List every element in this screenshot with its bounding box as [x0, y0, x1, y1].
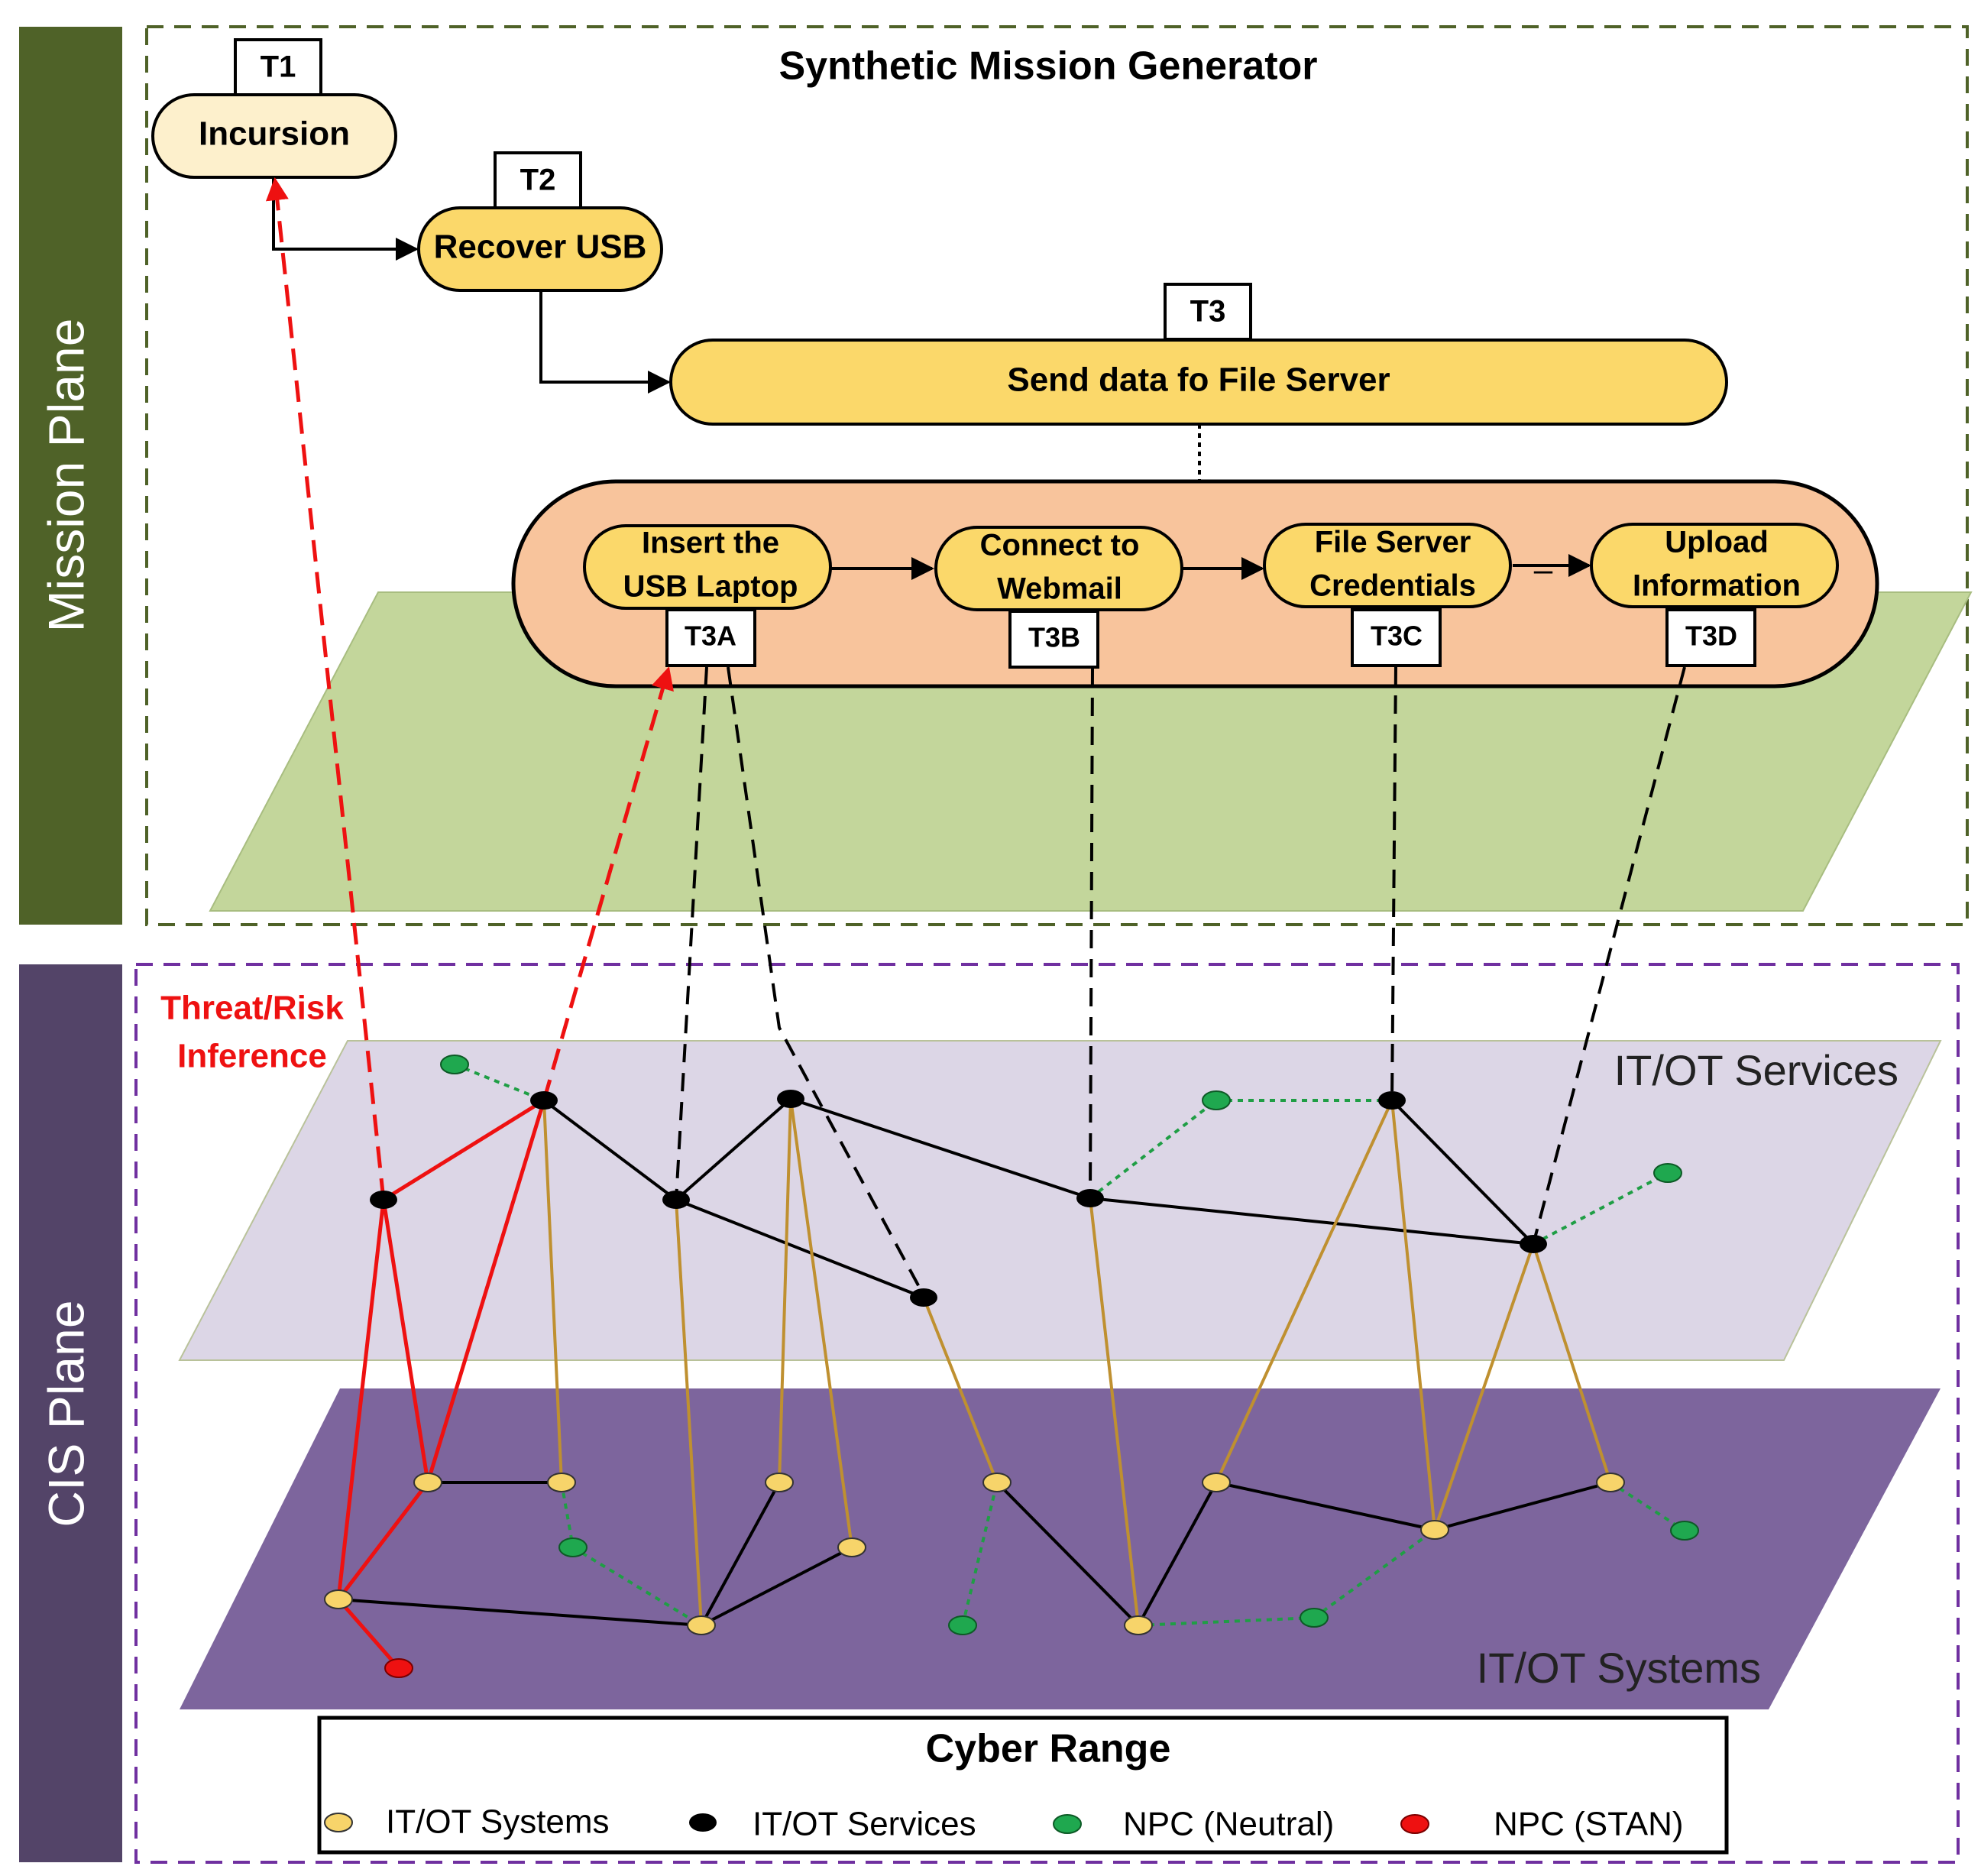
services-layer [178, 1040, 1942, 1361]
subtask-t3b: Connect to Webmail T3B [934, 526, 1183, 669]
legend-label-services: IT/OT Services [753, 1806, 976, 1843]
subtask-t3a: Insert the USB Laptop T3A [583, 524, 832, 667]
legend-label-npc-neutral: NPC (Neutral) [1123, 1806, 1334, 1843]
npc-neutral-node [1653, 1163, 1682, 1183]
service-links [542, 1097, 1535, 1299]
service-node [777, 1090, 804, 1108]
subtask-t3a-line2: USB Laptop [623, 570, 798, 604]
subtask-t3d-tag: T3D [1685, 620, 1737, 652]
mission-plane-sidebar: Mission Plane [19, 27, 122, 925]
subtask-t3b-line2: Webmail [997, 572, 1122, 606]
service-node [370, 1191, 397, 1209]
system-links [338, 1481, 1611, 1627]
npc-neutral-node [948, 1615, 977, 1635]
task-flow-connectors [272, 177, 1591, 580]
subtask-t3d-line1: Upload [1665, 526, 1769, 559]
subtask-t3c-line2: Credentials [1309, 569, 1476, 603]
system-node [765, 1473, 794, 1492]
services-layer-label: IT/OT Services [1614, 1046, 1898, 1094]
task-t3: T3 Send data fo File Server [669, 283, 1728, 426]
service-node [1076, 1189, 1104, 1207]
legend: Cyber Range IT/OT Systems IT/OT Services… [317, 1716, 1729, 1855]
system-node [547, 1473, 576, 1492]
legend-swatch-systems [324, 1813, 353, 1832]
task-t1-tag: T1 [261, 50, 296, 84]
subtask-t3a-line1: Insert the [642, 527, 779, 560]
service-node [530, 1091, 558, 1110]
system-node [1420, 1520, 1449, 1540]
threat-label-line2: Inference [177, 1038, 327, 1075]
system-node [1202, 1473, 1231, 1492]
mapping-lines [675, 666, 1686, 1296]
subtask-container [511, 479, 1879, 689]
system-node [1596, 1473, 1625, 1492]
task-t2: T2 Recover USB [417, 151, 663, 292]
system-node [687, 1615, 716, 1635]
npc-neutral-nodes [440, 1055, 1699, 1635]
subtask-t3c-tag: T3C [1371, 620, 1423, 652]
systems-layer-label: IT/OT Systems [1477, 1644, 1761, 1692]
legend-label-systems: IT/OT Systems [386, 1803, 610, 1841]
subtask-t3c: File Server Credentials T3C [1263, 523, 1512, 667]
mission-frame [145, 25, 1969, 926]
mission-title: Synthetic Mission Generator [778, 44, 1317, 89]
systems-layer [180, 1388, 1941, 1709]
cis-plane-label: CIS Plane [37, 1300, 94, 1527]
legend-swatch-npc-stan [1400, 1814, 1429, 1834]
mission-plane-label: Mission Plane [37, 319, 94, 633]
npc-neutral-node [1202, 1090, 1231, 1110]
legend-swatch-npc-neutral [1053, 1814, 1082, 1834]
cis-plane-bar [19, 964, 122, 1862]
legend-label-npc-stan: NPC (STAN) [1494, 1806, 1684, 1843]
npc-stan-node [384, 1658, 413, 1678]
service-node [910, 1288, 937, 1307]
threat-label-line1: Threat/Risk [160, 990, 344, 1027]
subtask-t3c-line1: File Server [1315, 526, 1471, 559]
npc-links [454, 1063, 1686, 1627]
system-nodes [324, 1473, 1625, 1635]
threat-inference-arrows [265, 177, 674, 1200]
cis-plane-sidebar: CIS Plane [19, 964, 122, 1862]
service-node [1378, 1091, 1406, 1110]
system-node [324, 1589, 353, 1609]
cis-frame [134, 963, 1960, 1864]
npc-neutral-node [440, 1055, 469, 1074]
system-service-links [542, 1098, 1612, 1626]
service-node [662, 1191, 690, 1209]
system-node [982, 1473, 1012, 1492]
subtask-t3b-tag: T3B [1028, 622, 1080, 653]
dash-mark: – [1534, 551, 1553, 588]
npc-neutral-node [1670, 1521, 1699, 1541]
task-t3-tag: T3 [1190, 295, 1226, 329]
legend-title: Cyber Range [926, 1727, 1171, 1771]
system-node [1124, 1615, 1153, 1635]
task-t3-label: Send data fo File Server [1007, 361, 1390, 399]
service-nodes [370, 1090, 1547, 1307]
subtask-t3d-line2: Information [1633, 569, 1801, 603]
task-t2-tag: T2 [520, 164, 556, 197]
npc-neutral-node [558, 1537, 588, 1557]
mission-plane-bar [19, 27, 122, 925]
system-node [837, 1537, 866, 1557]
service-node [1520, 1235, 1547, 1253]
subtask-t3a-tag: T3A [685, 620, 736, 652]
task-t2-label: Recover USB [434, 228, 647, 266]
subtask-t3d: Upload Information T3D [1590, 523, 1839, 667]
threat-links [336, 1098, 546, 1670]
system-node [413, 1473, 442, 1492]
task-t1-label: Incursion [199, 115, 350, 153]
npc-neutral-node [1300, 1608, 1329, 1628]
task-t1: T1 Incursion [151, 38, 397, 179]
legend-swatch-services [689, 1813, 717, 1832]
subtask-t3b-line1: Connect to [980, 529, 1140, 562]
